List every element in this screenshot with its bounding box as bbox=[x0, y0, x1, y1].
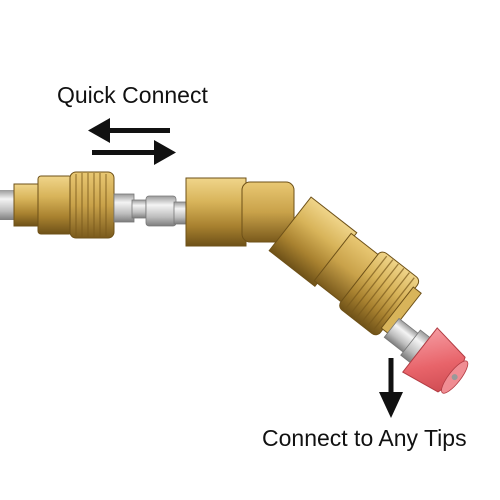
arrow-left-icon bbox=[88, 118, 170, 143]
male-plug bbox=[113, 193, 189, 227]
angle-adapter bbox=[185, 177, 422, 336]
connect-tips-caption: Connect to Any Tips bbox=[262, 425, 467, 451]
nozzle-tip bbox=[383, 317, 469, 394]
female-coupler bbox=[13, 171, 115, 239]
arrow-down-icon bbox=[379, 358, 403, 418]
quick-connect-caption: Quick Connect bbox=[57, 82, 208, 108]
arrow-right-icon bbox=[92, 140, 176, 165]
